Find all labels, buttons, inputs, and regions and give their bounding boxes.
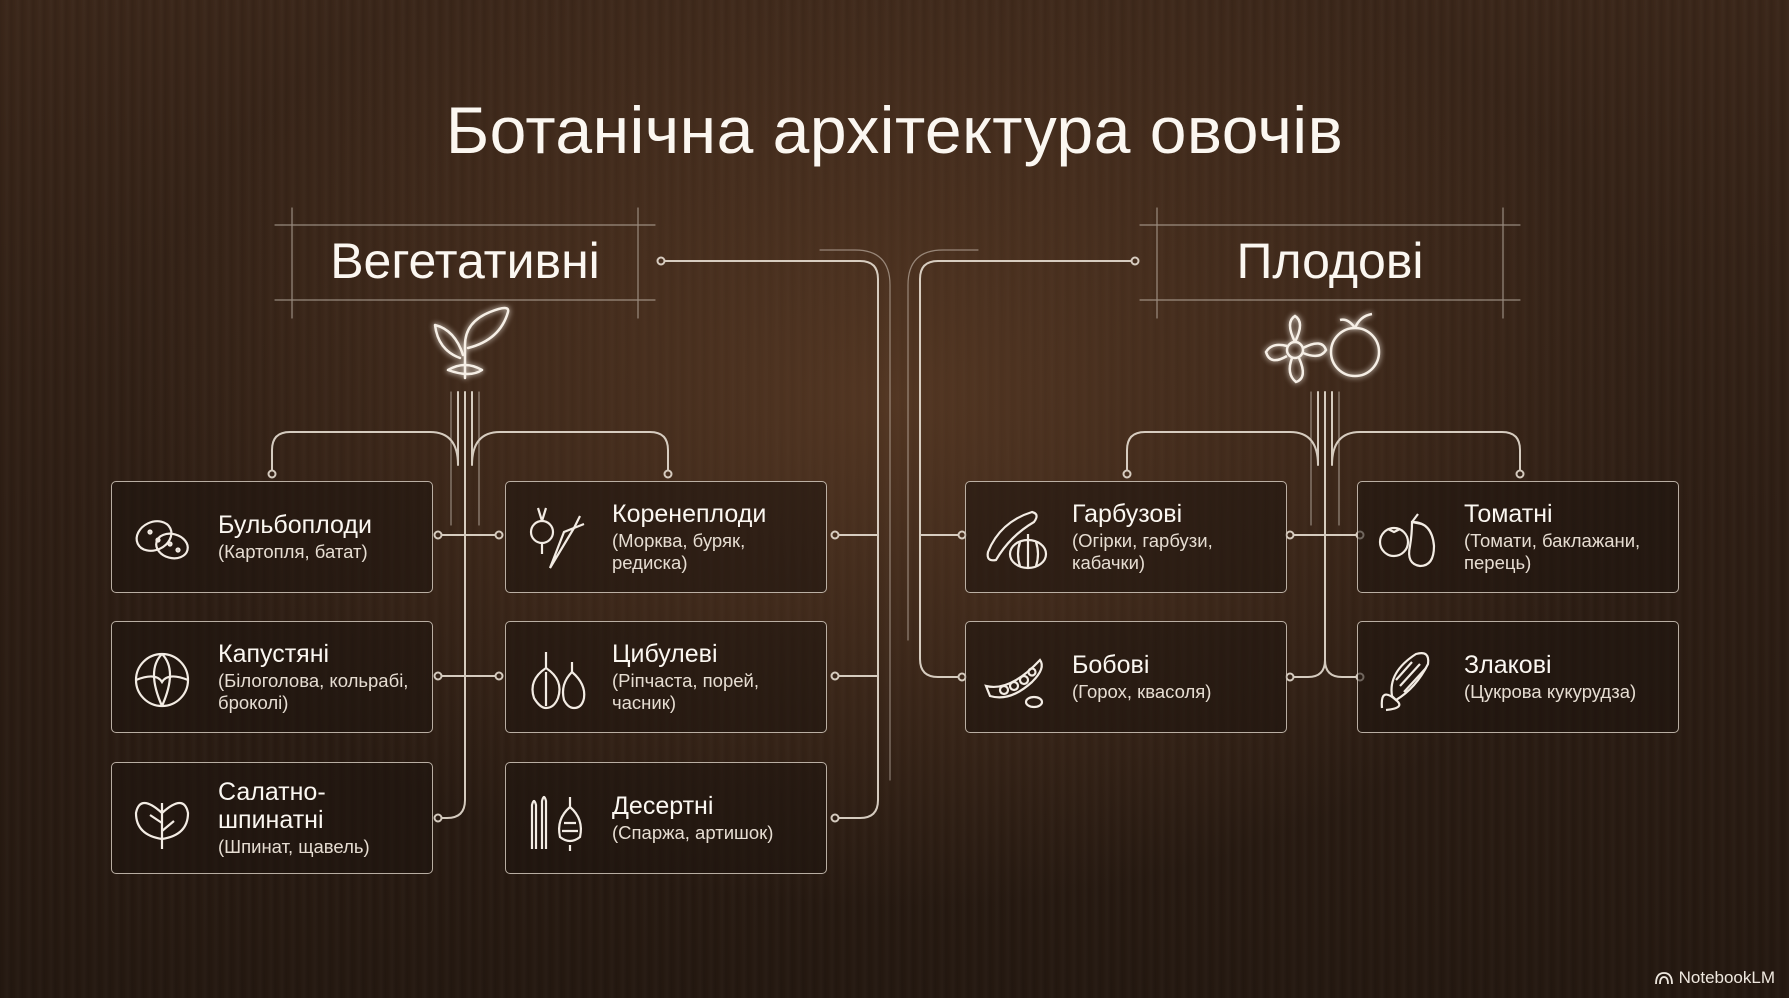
card-cabbage[interactable]: Капустяні(Білоголова, кольрабі, броколі) bbox=[111, 621, 433, 733]
card-examples: (Морква, буряк, редиска) bbox=[612, 530, 746, 573]
card-salad[interactable]: Салатно-шпинатні(Шпинат, щавель) bbox=[111, 762, 433, 874]
card-examples: (Горох, квасоля) bbox=[1072, 681, 1212, 702]
onion-garlic-icon bbox=[531, 652, 586, 710]
card-name: Салатно-шпинатні bbox=[218, 778, 326, 834]
spinach-leaf-icon bbox=[134, 801, 190, 849]
card-examples: (Картопля, батат) bbox=[218, 541, 368, 562]
card-cereals[interactable]: Злакові(Цукрова кукурудза) bbox=[1357, 621, 1679, 733]
brand-badge: NotebookLM bbox=[1654, 968, 1775, 988]
corn-icon bbox=[1380, 652, 1430, 712]
card-name: Гарбузові bbox=[1072, 500, 1183, 528]
page-title: Ботанічна архітектура овочів bbox=[445, 93, 1344, 167]
potato-icon bbox=[135, 520, 189, 560]
card-name: Бульбоплоди bbox=[218, 511, 372, 539]
category-fruit: Плодові bbox=[1236, 233, 1424, 289]
card-name: Десертні bbox=[612, 792, 714, 820]
cabbage-icon bbox=[134, 652, 190, 708]
card-examples: (Томати, баклажани, перець) bbox=[1464, 530, 1641, 573]
category-vegetative: Вегетативні bbox=[330, 233, 600, 289]
card-name: Коренеплоди bbox=[612, 500, 767, 528]
carrot-beet-icon bbox=[529, 507, 585, 569]
card-examples: (Спаржа, артишок) bbox=[612, 822, 774, 843]
card-name: Томатні bbox=[1464, 500, 1553, 528]
card-dessert[interactable]: Десертні(Спаржа, артишок) bbox=[505, 762, 827, 874]
asparagus-artichoke-icon bbox=[530, 795, 582, 851]
card-name: Злакові bbox=[1464, 651, 1552, 679]
card-examples: (Цукрова кукурудза) bbox=[1464, 681, 1637, 702]
tomato-eggplant-icon bbox=[1378, 513, 1436, 568]
pea-pod-icon bbox=[984, 658, 1044, 709]
card-examples: (Шпинат, щавель) bbox=[218, 836, 370, 857]
flower-fruit-icon bbox=[1264, 312, 1381, 384]
card-name: Бобові bbox=[1072, 651, 1150, 679]
card-tubers[interactable]: Бульбоплоди(Картопля, батат) bbox=[111, 481, 433, 593]
card-legumes[interactable]: Бобові(Горох, квасоля) bbox=[965, 621, 1287, 733]
card-name: Цибулеві bbox=[612, 640, 718, 668]
card-examples: (Ріпчаста, порей, часник) bbox=[612, 670, 759, 713]
notebooklm-logo-icon bbox=[1654, 972, 1673, 985]
sprout-icon bbox=[433, 306, 510, 380]
card-onion[interactable]: Цибулеві(Ріпчаста, порей, часник) bbox=[505, 621, 827, 733]
card-examples: (Огірки, гарбузи, кабачки) bbox=[1072, 530, 1213, 573]
card-examples: (Білоголова, кольрабі, броколі) bbox=[218, 670, 409, 713]
card-nightshades[interactable]: Томатні(Томати, баклажани, перець) bbox=[1357, 481, 1679, 593]
card-root-crops[interactable]: Коренеплоди(Морква, буряк, редиска) bbox=[505, 481, 827, 593]
card-name: Капустяні bbox=[218, 640, 330, 668]
cucumber-pumpkin-icon bbox=[986, 510, 1048, 570]
card-cucurbits[interactable]: Гарбузові(Огірки, гарбузи, кабачки) bbox=[965, 481, 1287, 593]
brand-name: NotebookLM bbox=[1678, 968, 1775, 987]
